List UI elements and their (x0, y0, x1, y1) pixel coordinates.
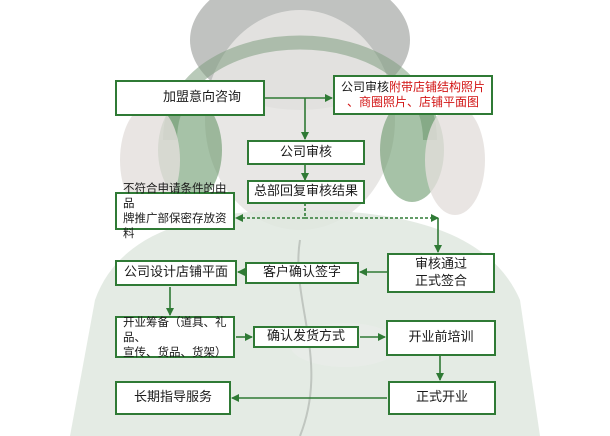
pre-opening-training-label: 开业前培训 (408, 330, 474, 345)
box-company-review-detail: 公司审核附带店铺结构照片 、商圈照片、店铺平面图 (333, 75, 493, 115)
box-preparation: 开业筹备（道具、礼品、 宣传、货品、货架） (115, 314, 235, 359)
box-hq-reply: 总部回复审核结果 (247, 180, 365, 204)
preparation-line1: 开业筹备（道具、礼品、 (123, 314, 227, 344)
customer-confirm-label: 客户确认签字 (262, 265, 341, 280)
review-passed-line1: 审核通过 (414, 257, 467, 272)
company-review-detail-highlight1: 附带店铺结构照片 (389, 80, 486, 94)
box-customer-confirm: 客户确认签字 (245, 262, 359, 284)
company-review-label: 公司审核 (279, 144, 332, 160)
delivery-method-label: 确认发货方式 (266, 329, 345, 344)
box-review-passed: 审核通过 正式签合 (387, 253, 495, 293)
box-franchise-inquiry: 加盟意向咨询 (115, 80, 265, 116)
official-opening-label: 正式开业 (415, 390, 468, 405)
company-review-detail-line1: 公司审核附带店铺结构照片 (341, 80, 485, 95)
box-pre-opening-training: 开业前培训 (386, 320, 496, 356)
review-passed-line2: 正式签合 (414, 274, 467, 289)
store-design-label: 公司设计店铺平面 (123, 265, 228, 280)
preparation-line2: 宣传、货品、货架） (123, 344, 227, 359)
box-delivery-method: 确认发货方式 (253, 326, 359, 348)
rejected-line2: 牌推广部保密存放资料 (123, 211, 227, 240)
box-company-review: 公司审核 (247, 140, 365, 165)
box-official-opening: 正式开业 (388, 381, 496, 415)
rejected-line1: 不符合申请条件的由品 (123, 181, 227, 210)
franchise-inquiry-label: 加盟意向咨询 (163, 90, 242, 105)
box-store-design: 公司设计店铺平面 (115, 260, 237, 286)
company-review-detail-highlight2: 、商圈照片、店铺平面图 (346, 95, 479, 109)
box-rejected: 不符合申请条件的由品 牌推广部保密存放资料 (115, 181, 235, 240)
long-term-guidance-label: 长期指导服务 (133, 390, 212, 405)
company-review-detail-lead: 公司审核 (340, 80, 389, 94)
hq-reply-label: 总部回复审核结果 (253, 184, 358, 199)
box-long-term-guidance: 长期指导服务 (115, 381, 231, 415)
